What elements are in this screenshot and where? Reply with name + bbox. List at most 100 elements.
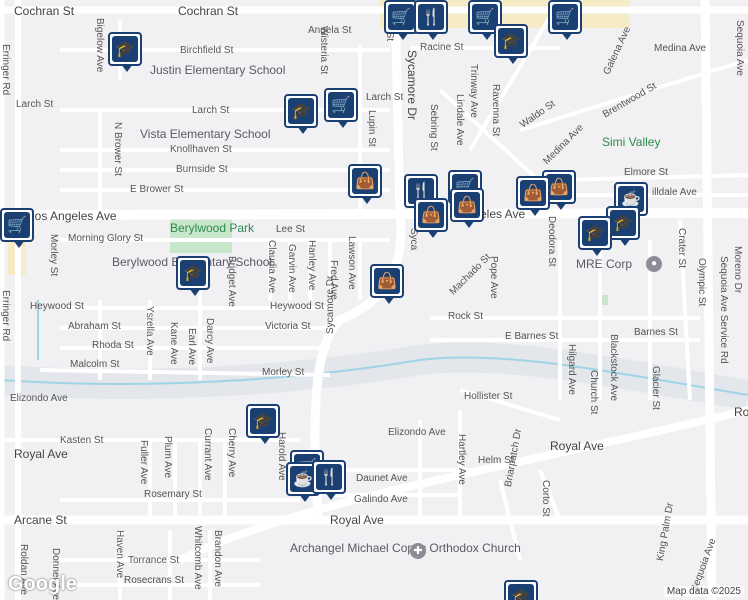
street-label: Ro xyxy=(734,405,748,419)
school-pin-icon[interactable]: 🎓 xyxy=(494,24,528,64)
street-label: Larch St xyxy=(366,92,404,103)
street-label: Cochran St xyxy=(14,4,75,18)
street-label: Harold Ave xyxy=(276,432,287,481)
street-label: Torrance St xyxy=(128,555,180,566)
place-label-justin-school[interactable]: Justin Elementary School xyxy=(150,63,286,77)
street-label: Cherry Ave xyxy=(226,428,237,478)
street-label: Medina Ave xyxy=(654,43,707,54)
street-label: Royal Ave xyxy=(330,513,384,527)
street-label: Ravenna St xyxy=(490,84,501,137)
grocery-cart-pin-icon[interactable]: 🛒 xyxy=(0,208,34,248)
restaurant-pin-icon[interactable]: 🍴 xyxy=(414,0,448,40)
street-label: Olympic St xyxy=(696,258,707,307)
street-label: Hollister St xyxy=(464,391,513,402)
grocery-cart-pin-icon[interactable]: 🛒 xyxy=(384,0,418,40)
street-label: Royal Ave xyxy=(14,447,68,461)
shopping-bag-pin-icon[interactable]: 👜 xyxy=(516,176,550,216)
street-label: Abraham St xyxy=(68,321,121,332)
street-label: Erringer Rd xyxy=(0,290,11,342)
shopping-bag-pin-icon[interactable]: 👜 xyxy=(450,188,484,228)
street-label: Trinway Ave xyxy=(468,64,479,118)
street-label: Wisteria St xyxy=(318,26,329,75)
street-label: Elmore St xyxy=(624,167,668,178)
street-label: Galindo Ave xyxy=(354,494,408,505)
street-label: Los Angeles Ave xyxy=(28,209,117,223)
restaurant-pin-icon[interactable]: 🍴 xyxy=(312,460,346,500)
street-label: E Brower St xyxy=(130,184,184,195)
street-label: Rosecrans St xyxy=(124,575,185,586)
street-label: Church St xyxy=(588,370,599,415)
street-label: Morley St xyxy=(262,367,305,378)
street-label: Lee St xyxy=(276,224,305,235)
street-label: Morning Glory St xyxy=(68,233,144,244)
street-label: Larch St xyxy=(16,99,54,110)
shopping-bag-pin-icon[interactable]: 👜 xyxy=(348,164,382,204)
street-label: Corto St xyxy=(540,480,551,517)
street-label: Elizondo Ave xyxy=(10,393,68,404)
place-label-berylwood-park[interactable]: Berylwood Park xyxy=(170,221,255,235)
street-label: Larch St xyxy=(192,105,230,116)
place-label-church[interactable]: Archangel Michael Coptic Orthodox Church xyxy=(290,541,521,555)
street-label: Racine St xyxy=(420,42,464,53)
street-label: Knollhaven St xyxy=(170,144,232,155)
street-label: Plum Ave xyxy=(162,436,173,479)
grocery-cart-pin-icon[interactable]: 🛒 xyxy=(468,0,502,40)
street-label: Sequoia Ave xyxy=(734,20,745,76)
street-label: Barnes St xyxy=(634,327,678,338)
school-pin-icon[interactable]: 🎓 xyxy=(504,580,538,600)
street-label: Victoria St xyxy=(265,321,311,332)
street-label: Garvin Ave xyxy=(286,244,297,293)
street-label: Crater St xyxy=(676,228,687,269)
street-label: Arcane St xyxy=(14,513,67,527)
street-label: Earl Ave xyxy=(186,328,197,366)
street-label: Malcolm St xyxy=(70,359,120,370)
street-label: Kasten St xyxy=(60,435,104,446)
street-label: Lupin St xyxy=(366,110,377,147)
street-label: Whitcomb Ave xyxy=(192,526,203,590)
street-label: Heywood St xyxy=(30,301,84,312)
street-label: Glacier St xyxy=(650,366,661,410)
street-label: Haven Ave xyxy=(114,530,125,579)
street-label: Morley St xyxy=(48,234,59,277)
place-label-simi-valley[interactable]: Simi Valley xyxy=(602,135,661,149)
street-label: Bigelow Ave xyxy=(94,18,105,73)
shopping-bag-pin-icon[interactable]: 👜 xyxy=(414,198,448,238)
place-label-mre-corp[interactable]: MRE Corp xyxy=(576,257,633,271)
street-label: Heywood St xyxy=(270,301,324,312)
map-data-credit[interactable]: Map data ©2025 xyxy=(663,586,744,597)
grocery-cart-pin-icon[interactable]: 🛒 xyxy=(548,0,582,40)
church-cross-icon[interactable]: ✚ xyxy=(410,543,426,559)
street-label: Elizondo Ave xyxy=(388,427,446,438)
school-pin-icon[interactable]: 🎓 xyxy=(578,216,612,256)
shopping-bag-pin-icon[interactable]: 👜 xyxy=(370,264,404,304)
school-pin-icon[interactable]: 🎓 xyxy=(246,404,280,444)
business-marker-icon[interactable]: ● xyxy=(646,256,662,272)
street-label: illdale Ave xyxy=(652,187,697,198)
street-label: Hartley Ave xyxy=(456,434,467,485)
street-label: Pope Ave xyxy=(488,256,499,299)
street-label: Currant Ave xyxy=(202,428,213,481)
street-label: N Brower St xyxy=(112,122,123,176)
street-label: Hilgard Ave xyxy=(566,344,577,395)
street-label: Rosemary St xyxy=(144,489,202,500)
street-label: E Barnes St xyxy=(505,331,559,342)
place-label-vista-school[interactable]: Vista Elementary School xyxy=(140,127,271,141)
street-label: Darcy Ave xyxy=(204,318,215,364)
google-logo: Google xyxy=(8,573,77,595)
street-label: Sequoia Ave Service Rd xyxy=(718,256,729,364)
street-label: Royal Ave xyxy=(550,439,604,453)
street-label: Angela St xyxy=(308,25,352,36)
street-label: Birchfield St xyxy=(180,45,234,56)
street-label: Cochran St xyxy=(178,4,239,18)
grocery-cart-pin-icon[interactable]: 🛒 xyxy=(324,88,358,128)
street-label: Helm St xyxy=(478,455,514,466)
school-pin-icon[interactable]: 🎓 xyxy=(108,32,142,72)
school-pin-icon[interactable]: 🎓 xyxy=(284,94,318,134)
street-label: Deodora St xyxy=(546,216,557,267)
street-label: Erringer Rd xyxy=(0,44,11,96)
street-label: Brandon Ave xyxy=(212,530,223,588)
street-label: Sebring St xyxy=(428,104,439,151)
street-label: Sycamore Dr xyxy=(405,50,419,121)
school-pin-icon[interactable]: 🎓 xyxy=(176,256,210,296)
